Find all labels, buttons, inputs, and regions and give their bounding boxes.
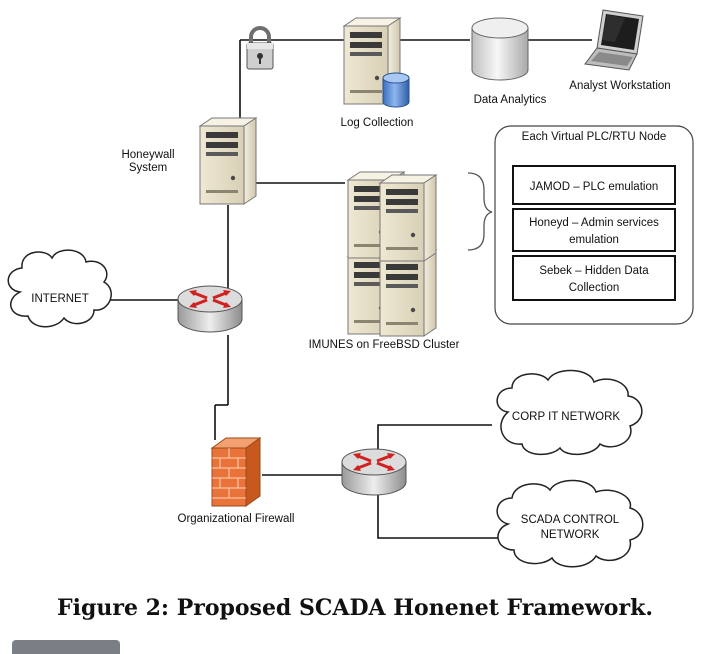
main-router-icon xyxy=(176,284,244,334)
node-panel-title: Each Virtual PLC/RTU Node xyxy=(522,131,667,143)
corp-it-cloud-icon xyxy=(496,369,643,456)
connection-lines xyxy=(108,39,592,539)
network-diagram: Log Collection Data Analytics Analyst Wo… xyxy=(7,9,694,568)
scada-cloud-icon xyxy=(496,479,644,568)
log-collection-label: Log Collection xyxy=(341,117,414,129)
padlock-icon xyxy=(246,26,274,70)
analyst-workstation-label: Analyst Workstation xyxy=(569,80,670,92)
firewall-icon xyxy=(210,437,262,507)
internet-cloud-icon xyxy=(7,249,112,328)
honeyd-label-line1: Honeyd – Admin services xyxy=(529,217,659,229)
internal-router-icon xyxy=(340,447,408,497)
laptop-icon xyxy=(584,9,644,71)
sebek-label-line2: Collection xyxy=(569,282,620,294)
honeywall-label-line1: Honeywall xyxy=(121,149,174,161)
imunes-cluster-label: IMUNES on FreeBSD Cluster xyxy=(309,339,460,351)
honeywall-server-icon xyxy=(199,117,257,205)
database-icon xyxy=(382,72,410,108)
sebek-box xyxy=(512,255,676,301)
honeywall-label-line2: System xyxy=(129,162,167,174)
honeyd-label-line2: emulation xyxy=(569,234,619,246)
scada-label-line1: SCADA CONTROL xyxy=(521,514,620,526)
virtual-node-panel: Each Virtual PLC/RTU Node JAMOD – PLC em… xyxy=(494,125,694,325)
server-cluster-icon xyxy=(347,171,437,337)
figure-caption: Figure 2: Proposed SCADA Honenet Framewo… xyxy=(57,595,653,621)
corp-it-label: CORP IT NETWORK xyxy=(512,411,621,423)
data-analytics-database-icon xyxy=(471,17,529,81)
honeyd-box xyxy=(512,208,676,252)
sebek-label-line1: Sebek – Hidden Data xyxy=(539,265,649,277)
internet-label: INTERNET xyxy=(31,293,89,305)
scada-label-line2: NETWORK xyxy=(541,529,600,541)
jamod-label: JAMOD – PLC emulation xyxy=(530,181,658,193)
jamod-box xyxy=(512,165,676,205)
firewall-label: Organizational Firewall xyxy=(178,513,295,525)
page-footer-tab xyxy=(12,640,120,654)
brace xyxy=(467,172,493,251)
data-analytics-label: Data Analytics xyxy=(474,94,547,106)
